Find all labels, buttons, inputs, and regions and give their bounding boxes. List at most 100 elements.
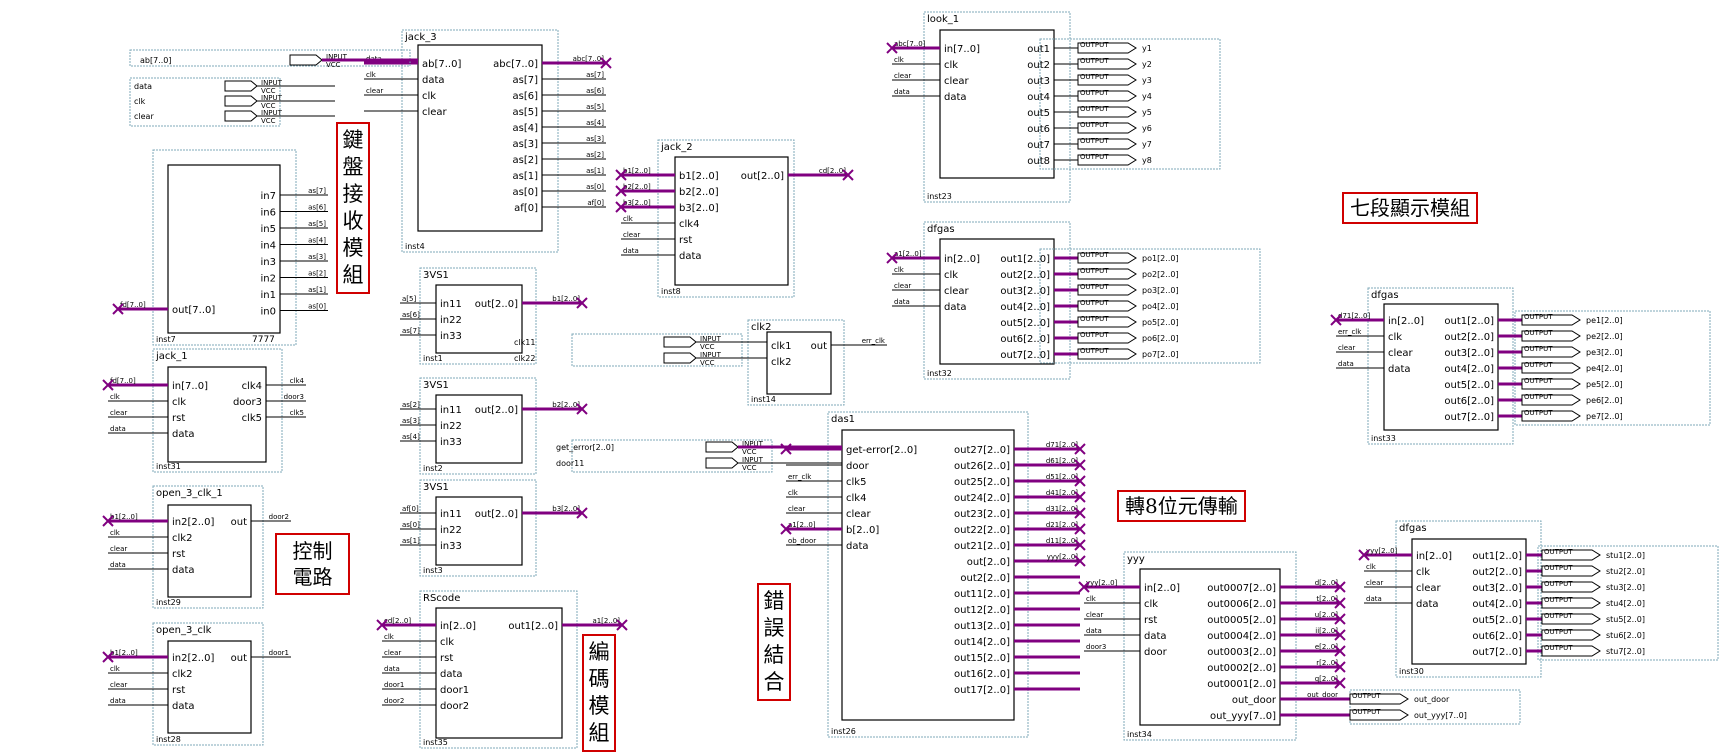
port-label: door2 xyxy=(440,701,469,712)
net-label: fd[7..0] xyxy=(110,377,136,385)
instance-name: inst2 xyxy=(423,464,443,473)
bus-end-mark xyxy=(1074,523,1086,535)
net-label: data xyxy=(894,88,910,96)
block-frame xyxy=(152,622,264,746)
net-label: clear xyxy=(894,72,911,80)
port-label: out1 xyxy=(1027,44,1050,55)
block-open2: open_3_clkinst28in2[2..0]b1[2..0]clk2clk… xyxy=(102,622,291,746)
port-label: in33 xyxy=(440,541,462,552)
bus-end-mark xyxy=(102,515,114,527)
net-label: clear xyxy=(110,681,127,689)
net-label: door1 xyxy=(384,681,404,689)
bus-end-mark xyxy=(376,619,388,631)
port-label: door3 xyxy=(233,397,262,408)
block-title: clk2 xyxy=(751,322,771,333)
port-label: out0003[2..0] xyxy=(1207,647,1276,658)
port-label: out5[2..0] xyxy=(1472,615,1522,626)
port-label: out0005[2..0] xyxy=(1207,615,1276,626)
net-label: clear xyxy=(384,649,401,657)
port-label: out[2..0] xyxy=(475,509,518,520)
port-label: out22[2..0] xyxy=(954,525,1010,536)
port-label: clk5 xyxy=(846,477,866,488)
output-pin-text: OUTPUT xyxy=(1352,692,1381,700)
bus-end-mark xyxy=(1334,645,1346,657)
net-label: b2[2..0] xyxy=(623,183,651,191)
input-vcc-text: VCC xyxy=(261,87,276,95)
port-label: as[2] xyxy=(512,155,538,166)
block-frame xyxy=(657,139,795,298)
bus-end-mark xyxy=(1074,507,1086,519)
net-label: af[0] xyxy=(587,199,604,207)
bus-end-mark xyxy=(1074,475,1086,487)
port-label: out6[2..0] xyxy=(1000,334,1050,345)
output-pin-name: y1 xyxy=(1142,44,1152,53)
output-pin-symbol xyxy=(1521,314,1581,326)
port-label: in22 xyxy=(440,315,462,326)
port-label: out27[2..0] xyxy=(954,445,1010,456)
port-label: out0007[2..0] xyxy=(1207,583,1276,594)
port-label: clk2 xyxy=(771,357,791,368)
port-label: out13[2..0] xyxy=(954,621,1010,632)
block-body xyxy=(435,284,523,354)
block-jack2: jack_2inst8b1[2..0]b1[2..0]b2[2..0]b2[2.… xyxy=(615,139,854,298)
instance-name: inst23 xyxy=(927,192,952,201)
port-label: in3 xyxy=(261,257,276,268)
net-label: clear xyxy=(1366,579,1383,587)
port-label: out4 xyxy=(1027,92,1050,103)
port-label: out3 xyxy=(1027,76,1050,87)
block-frame xyxy=(152,348,283,473)
output-pin-text: OUTPUT xyxy=(1080,347,1109,355)
instance-name: inst8 xyxy=(661,287,681,296)
block-frame xyxy=(419,590,578,749)
port-label: out2[2..0] xyxy=(960,573,1010,584)
output-pin-name: pe3[2..0] xyxy=(1586,348,1623,357)
port-label: in[2..0] xyxy=(944,254,980,265)
port-label: in7 xyxy=(261,191,276,202)
instance-name: inst29 xyxy=(156,598,181,607)
output-pin-symbol xyxy=(1521,346,1581,358)
port-label: out26[2..0] xyxy=(954,461,1010,472)
port-label: out2[2..0] xyxy=(1000,270,1050,281)
net-label: as[7] xyxy=(586,71,604,79)
port-label: in[2..0] xyxy=(1144,583,1180,594)
output-pin-text: OUTPUT xyxy=(1080,57,1109,65)
output-pin-symbol xyxy=(1077,252,1137,264)
port-label: data xyxy=(172,429,195,440)
port-label: out[2..0] xyxy=(741,171,784,182)
port-label: out8 xyxy=(1027,156,1050,167)
port-label: out5[2..0] xyxy=(1444,380,1494,391)
port-label: out xyxy=(811,341,827,352)
bus-end-mark xyxy=(615,185,627,197)
bus-end-mark xyxy=(842,169,854,181)
block-look1: look_1inst23in[7..0]abc[7..0]clkclkclear… xyxy=(886,11,1104,203)
block-body xyxy=(1139,568,1281,726)
output-pin-symbol xyxy=(1521,330,1581,342)
port-label: out5[2..0] xyxy=(1000,318,1050,329)
net-label: d11[2..0] xyxy=(1046,537,1078,545)
port-label: clk4 xyxy=(242,381,262,392)
output-pin-name: out_yyy[7..0] xyxy=(1414,711,1467,720)
net-label: err_clk xyxy=(862,337,886,345)
net-label: as[4] xyxy=(402,433,420,441)
port-label: out1[2..0] xyxy=(1444,316,1494,327)
port-label: out2 xyxy=(1027,60,1050,71)
port-label: in11 xyxy=(440,509,462,520)
port-label: rst xyxy=(679,235,692,246)
block-vs3: 3VS1inst3in11af[0]in22as[0]in33as[1]out[… xyxy=(400,479,588,577)
output-pin-symbol xyxy=(1541,597,1601,609)
output-pin-text: OUTPUT xyxy=(1524,345,1553,353)
block-title: yyy xyxy=(1127,554,1145,565)
port-label: in22 xyxy=(440,525,462,536)
port-label: out6 xyxy=(1027,124,1050,135)
input-net-label: get_error[2..0] xyxy=(556,443,614,452)
output-pin-name: y2 xyxy=(1142,60,1152,69)
port-label: as[5] xyxy=(512,107,538,118)
block-body xyxy=(167,640,252,734)
output-pin-name: y7 xyxy=(1142,140,1152,149)
port-label: door xyxy=(846,461,870,472)
port-label: clk5 xyxy=(242,413,262,424)
